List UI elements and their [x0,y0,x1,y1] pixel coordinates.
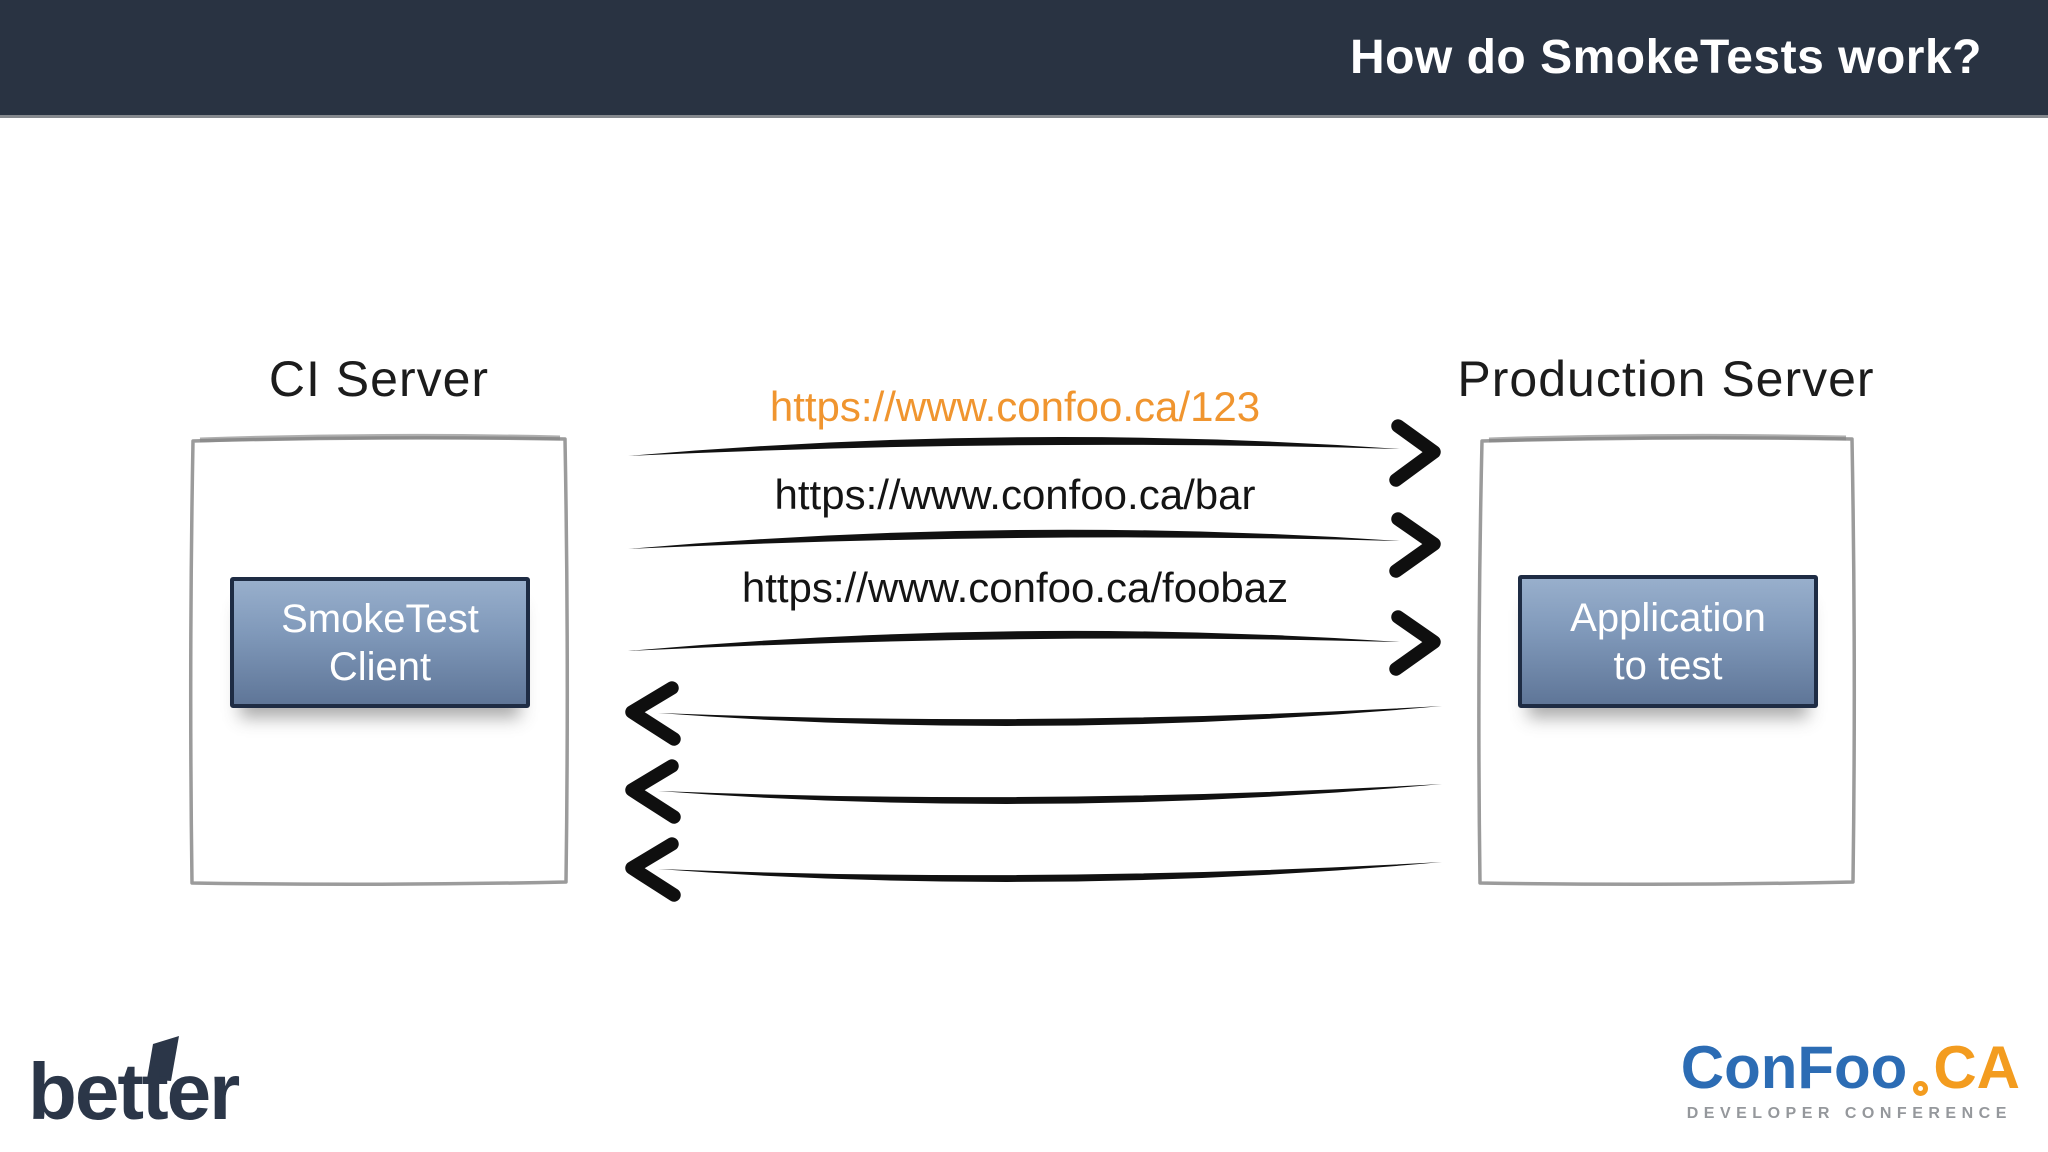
request-arrow-3 [628,630,1400,651]
smoketest-client-label-line1: SmokeTest [281,596,479,641]
application-to-test-box: Application to test [1518,575,1818,708]
better-logo: better [28,1047,240,1136]
request-arrowhead-1 [1389,419,1441,487]
response-arrow-3 [658,862,1442,882]
confoo-logo-dot-icon [1913,1081,1929,1096]
request-arrow-1 [628,437,1400,456]
request-arrowhead-2 [1389,512,1441,578]
smoketest-client-label-line2: Client [328,644,432,689]
request-url-2: https://www.confoo.ca/bar [774,471,1256,518]
ci-server-label: CI Server [268,351,490,407]
request-arrowhead-3 [1389,610,1441,676]
response-arrow-2 [658,784,1442,804]
production-server-box-top-edge [1488,433,1847,443]
confoo-logo-tld: CA [1933,1034,2020,1101]
production-server-label: Production Server [1457,351,1875,407]
confoo-logo: ConFoo CA DEVELOPER CONFERENCE [1681,1038,2020,1122]
response-arrowhead-1 [625,681,681,746]
application-to-test-label-line1: Application [1570,595,1766,640]
confoo-logo-name: ConFoo [1680,1034,1908,1101]
confoo-logo-wordmark: ConFoo CA [1681,1038,2020,1098]
ci-server-box-top-edge [199,433,561,443]
response-arrow-1 [658,706,1442,726]
better-logo-flag [147,1036,179,1081]
header-bar: How do SmokeTests work? [0,0,2048,118]
smoketest-client-box: SmokeTest Client [230,577,530,708]
slide-title: How do SmokeTests work? [1349,31,1982,84]
confoo-logo-tagline: DEVELOPER CONFERENCE [1686,1105,2012,1122]
response-arrowhead-2 [625,759,681,824]
application-to-test-label-line2: to test [1613,643,1723,688]
request-url-1: https://www.confoo.ca/123 [769,383,1261,430]
request-arrow-2 [628,529,1400,549]
request-url-3: https://www.confoo.ca/foobaz [741,564,1289,611]
response-arrowhead-3 [625,837,681,902]
